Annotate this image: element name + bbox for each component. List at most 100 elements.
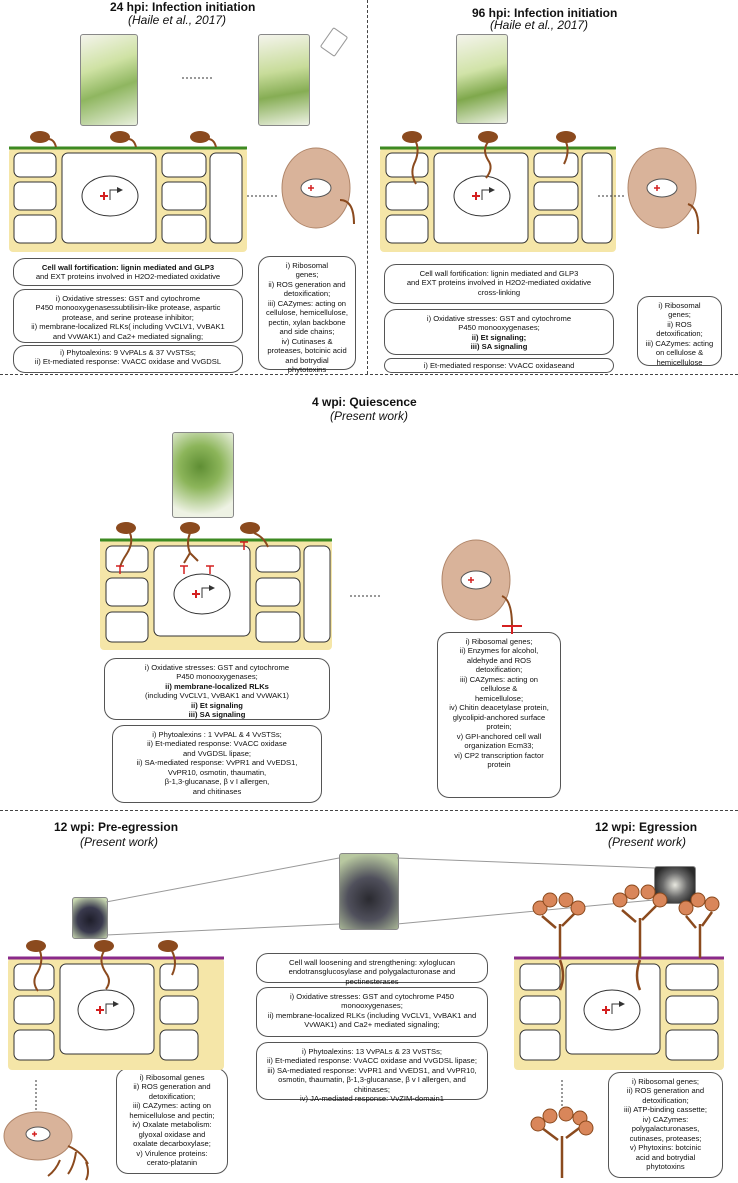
box-line: ii) Et signaling	[191, 700, 243, 710]
p24-phytoalexins-box: i) Phytoalexins: 9 VvPALs & 37 VvSTSs; i…	[13, 345, 243, 373]
box-line: hemicellulose;	[474, 693, 524, 703]
p24-oxidative-box: i) Oxidative stresses: GST and cytochrom…	[13, 289, 243, 343]
box-line: and side chains;	[279, 327, 335, 337]
box-line: acid and botrydial	[635, 1152, 696, 1162]
box-line: protein;	[486, 722, 512, 732]
box-line: iii) CAZymes: acting on	[132, 1101, 212, 1111]
box-line: Cell wall loosening and strengthening: x…	[289, 958, 455, 967]
plant-tissue-24hpi	[9, 146, 247, 252]
box-line: ii) Enzymes for alcohol,	[459, 646, 539, 656]
box-line: and botrydial	[285, 355, 329, 365]
box-line: and EXT proteins involved in H2O2-mediat…	[35, 272, 221, 282]
box-line: iii) SA signaling	[188, 710, 246, 720]
fungus-spore-96hpi	[627, 147, 700, 235]
q4-oxidative-box: i) Oxidative stresses: GST and cytochrom…	[104, 658, 330, 720]
box-line: detoxification;	[656, 329, 703, 339]
box-line: ii) ROS	[667, 319, 692, 329]
box-line: ii) Et signaling;	[471, 332, 527, 342]
box-line: ii) Et-mediated response: VvACC oxidase …	[267, 1056, 477, 1066]
box-line: ii) ROS generation and	[133, 1082, 211, 1092]
panel-subtitle-24hpi: (Haile et al., 2017)	[128, 13, 227, 27]
box-line: and VvWAK1) and Ca2+ mediated signaling;	[52, 331, 204, 341]
box-line: iv) CAZymes:	[642, 1114, 689, 1124]
grape-inflorescence-photo	[80, 34, 138, 126]
box-line: v) Phytoxins: botcinic	[629, 1143, 702, 1153]
box-line: i) Ribosomal genes;	[465, 637, 533, 646]
box-line: genes;	[668, 310, 691, 320]
box-line: iii) SA signaling	[470, 342, 528, 352]
box-line: genes;	[295, 270, 319, 280]
box-line: organization Ecm33;	[464, 741, 534, 751]
box-line: i) Ribosomal	[285, 261, 329, 270]
panel-subtitle-96hpi: (Haile et al., 2017)	[490, 18, 589, 32]
box-line: and VvGDSL lipase;	[182, 748, 252, 758]
grape-inoculated-photo	[258, 34, 310, 126]
panel-subtitle-pre-egression: (Present work)	[80, 835, 159, 849]
conidiophores-egression	[532, 884, 720, 991]
plant-tissue-egression	[514, 956, 724, 1070]
q4-phytoalexins-box: i) Phytoalexins : 1 VvPAL & 4 VvSTSs; ii…	[112, 725, 322, 803]
q4-fungus-box: i) Ribosomal genes; ii) Enzymes for alco…	[437, 632, 561, 798]
box-line: i) Et-mediated response: VvACC oxidasean…	[423, 361, 575, 370]
box-line: iv) Chitin deacetylase protein,	[449, 703, 549, 713]
box-line: i) Oxidative stresses: GST and cytochrom…	[55, 294, 201, 303]
box-line: protease, and serine protease inhibitor;	[62, 312, 194, 322]
box-line: iv) Oxalate metabolism:	[132, 1120, 212, 1130]
vertical-divider	[367, 0, 368, 374]
box-line: ii) SA-mediated response: VvPR1 and VvED…	[136, 758, 298, 768]
pre12-fungus-box: i) Ribosomal genes ii) ROS generation an…	[116, 1068, 228, 1174]
box-line: i) Oxidative stresses: GST and cytochrom…	[289, 992, 455, 1001]
box-line: ii) membrane-localized RLKs	[165, 681, 269, 691]
fungal-spores-24hpi	[30, 131, 217, 148]
box-line: VvPR10, osmotin, thaumatin,	[167, 767, 267, 777]
box-line: proteases, botcinic acid	[267, 346, 347, 356]
box-line: VvWAK1) and Ca2+ mediated signaling;	[304, 1020, 440, 1030]
box-line: cross-linking	[477, 287, 521, 297]
box-line: detoxification;	[475, 665, 523, 675]
grape-cluster-small-photo	[72, 897, 108, 939]
box-line: ii) membrane-localized RLKs (including V…	[267, 1010, 477, 1020]
box-line: iii) CAZymes: acting on	[267, 298, 347, 308]
box-line: i) Phytoalexins : 1 VvPAL & 4 VvSTSs;	[152, 730, 282, 739]
box-line: iii) ATP-binding cassette;	[623, 1105, 707, 1115]
box-line: phytotoxins	[646, 1162, 685, 1172]
box-line: i) Phytoalexins: 9 VvPALs & 37 VvSTSs;	[60, 348, 196, 357]
panel-title-4wpi: 4 wpi: Quiescence	[312, 395, 417, 409]
c12-oxidative-box: i) Oxidative stresses: GST and cytochrom…	[256, 987, 488, 1037]
box-line: glycolipid-anchored surface	[452, 712, 546, 722]
panel-title-96hpi: 96 hpi: Infection initiation	[472, 6, 618, 20]
box-line: osmotin, thaumatin, β-1,3-glucanase, β v…	[278, 1075, 466, 1094]
box-line: P450 monooxygenases;	[458, 323, 540, 333]
panel-title-24hpi: 24 hpi: Infection initiation	[110, 0, 256, 14]
box-line: (including VvCLV1, VvBAK1 and VvWAK1)	[145, 691, 289, 701]
box-line: ii) ROS generation and	[626, 1086, 705, 1096]
box-line: iii) SA-mediated response: VvPR1 and VvE…	[267, 1065, 477, 1075]
box-line: P450 monooxygenases;	[176, 672, 258, 682]
eg12-fungus-box: i) Ribosomal genes; ii) ROS generation a…	[608, 1072, 723, 1178]
c12-cell-wall-box: Cell wall loosening and strengthening: x…	[256, 953, 488, 986]
fungus-spore-pre-egression	[3, 1111, 89, 1181]
box-line: phytotoxins	[287, 365, 327, 375]
panel-subtitle-egression: (Present work)	[608, 835, 687, 849]
grape-4wpi-photo	[172, 432, 234, 518]
box-line: i) Ribosomal genes;	[631, 1077, 700, 1086]
box-line: iv) Cutinases &	[281, 336, 333, 346]
box-line: detoxification;	[148, 1091, 196, 1101]
box-line: iii) CAZymes: acting	[645, 338, 714, 348]
fungus-spore-24hpi	[281, 147, 355, 229]
box-line: v) GPI-anchored cell wall	[456, 731, 542, 741]
box-line: detoxification;	[283, 289, 331, 299]
fungal-hyphae-pre-egression	[26, 940, 178, 992]
p96-et-box: i) Et-mediated response: VvACC oxidasean…	[384, 358, 614, 373]
panel-title-egression: 12 wpi: Egression	[595, 820, 698, 834]
box-line: i) Phytoalexins: 13 VvPALs & 23 VvSTSs;	[302, 1047, 442, 1056]
box-line: ii) Et-mediated response: VvACC oxidase	[147, 739, 287, 749]
grape-96hpi-photo	[456, 34, 508, 124]
plant-tissue-4wpi	[100, 538, 332, 650]
box-line: polygalacturonases,	[631, 1124, 700, 1134]
p24-cell-wall-box: Cell wall fortification: lignin mediated…	[13, 258, 243, 286]
panel-title-pre-egression: 12 wpi: Pre-egression	[54, 820, 179, 834]
box-line: P450 monooxygenasessubtilisin-like prote…	[35, 303, 221, 313]
